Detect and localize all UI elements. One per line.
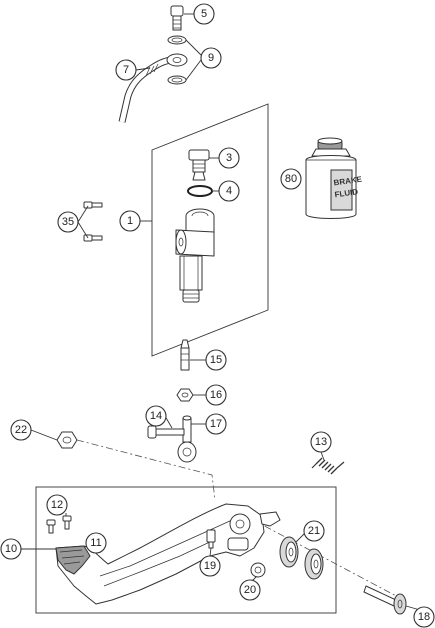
callout-5: 5	[193, 3, 215, 25]
callout-14: 14	[145, 405, 167, 427]
callout-35: 35	[57, 211, 79, 233]
callout-19-number: 19	[204, 560, 216, 572]
callout-9-number: 9	[208, 52, 214, 64]
callout-1: 1	[119, 210, 141, 232]
fork-head	[177, 415, 197, 463]
callout-13-number: 13	[315, 436, 327, 448]
hex-nut	[176, 388, 194, 402]
callout-7: 7	[115, 59, 137, 81]
brake-pedal	[55, 503, 281, 605]
master-cylinder-group-frame	[151, 103, 269, 357]
callout-14-number: 14	[150, 410, 162, 422]
cleat-screw-left	[46, 519, 56, 534]
leader-lines	[21, 13, 421, 611]
pivot-bolt	[363, 585, 407, 615]
return-spring	[311, 457, 345, 475]
bottle-label-line2: FLUID	[334, 187, 359, 199]
seal-ring-lower	[167, 75, 187, 85]
reservoir-connector	[188, 149, 210, 181]
callout-20: 20	[239, 579, 261, 601]
callout-4-number: 4	[226, 185, 232, 197]
brake-fluid-bottle: BRAKE FLUID	[305, 137, 363, 219]
master-cylinder	[175, 208, 215, 303]
callout-18-number: 18	[418, 611, 430, 623]
callout-16: 16	[205, 384, 227, 406]
callout-12: 12	[46, 494, 68, 516]
callout-10-number: 10	[5, 543, 17, 555]
callout-17-number: 17	[210, 418, 222, 430]
callout-11: 11	[85, 532, 107, 554]
callout-10: 10	[0, 538, 22, 560]
bearing-left	[279, 536, 299, 568]
banjo-bolt	[170, 5, 184, 31]
callout-12-number: 12	[51, 499, 63, 511]
callout-11-number: 11	[90, 537, 101, 549]
push-rod	[180, 339, 190, 371]
callout-9: 9	[200, 47, 222, 69]
callout-35-number: 35	[62, 216, 74, 228]
callout-15-number: 15	[210, 354, 222, 366]
bearing-right	[304, 548, 324, 580]
callout-22-number: 22	[15, 424, 27, 436]
brake-pedal-group-frame	[35, 486, 337, 614]
screw-upper	[83, 201, 103, 209]
seal-ring-upper	[167, 35, 187, 45]
o-ring	[187, 185, 213, 197]
callout-17: 17	[205, 413, 227, 435]
callout-1-number: 1	[127, 215, 133, 227]
callout-22: 22	[10, 419, 32, 441]
callout-20-number: 20	[244, 584, 256, 596]
callout-3-number: 3	[226, 152, 232, 164]
callout-18: 18	[413, 606, 435, 628]
pivot-pin	[147, 425, 185, 439]
callout-3: 3	[218, 147, 240, 169]
callout-5-number: 5	[201, 8, 207, 20]
callout-21: 21	[303, 520, 325, 542]
bearing-cup	[250, 562, 266, 578]
callout-15: 15	[205, 349, 227, 371]
callout-16-number: 16	[210, 389, 222, 401]
callout-21-number: 21	[308, 525, 320, 537]
callout-7-number: 7	[123, 64, 129, 76]
grease-nipple	[206, 529, 216, 549]
brake-line	[118, 53, 188, 123]
callout-13: 13	[310, 431, 332, 453]
callout-4: 4	[218, 180, 240, 202]
callout-19: 19	[199, 555, 221, 577]
callout-80-number: 80	[285, 173, 297, 185]
bottle-label-line1: BRAKE	[333, 175, 363, 188]
cleat-screw-right	[62, 515, 72, 530]
callout-80: 80	[280, 168, 302, 190]
pedal-nut	[56, 431, 78, 449]
